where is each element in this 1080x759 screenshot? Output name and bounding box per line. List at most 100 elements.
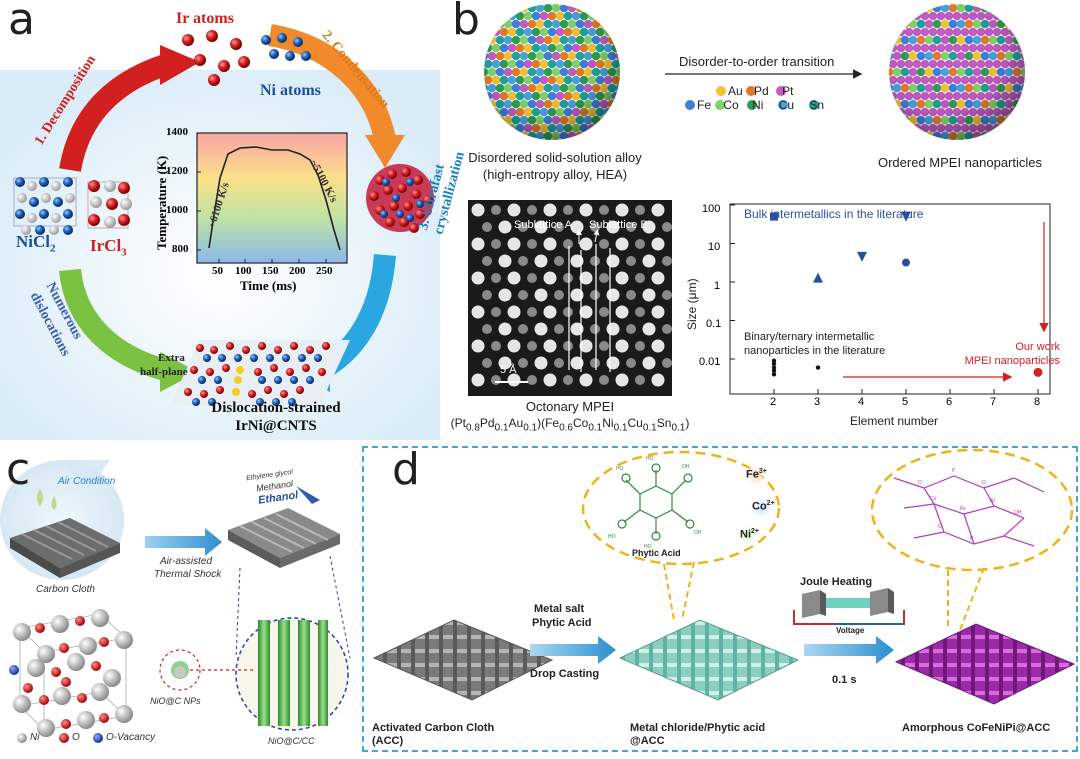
atom	[484, 11, 493, 21]
atom-column	[626, 290, 636, 300]
atom	[583, 131, 593, 140]
atom	[611, 27, 620, 37]
atom	[487, 131, 497, 140]
atom	[611, 123, 620, 133]
atom-column	[554, 222, 564, 232]
atom	[1024, 91, 1025, 101]
nio-cc-label: NiO@C/CC	[268, 736, 315, 746]
atom	[1000, 11, 1010, 21]
atom-column	[491, 375, 501, 385]
atom	[547, 139, 557, 140]
atom-column	[482, 256, 492, 266]
atom	[499, 11, 509, 21]
atom	[889, 123, 898, 133]
atom	[484, 139, 493, 140]
atom-column	[651, 373, 665, 387]
au-dot	[716, 86, 726, 96]
svg-text:OH: OH	[1014, 510, 1022, 516]
phytic-acid-step-label: Phytic Acid	[532, 617, 592, 629]
legend-ni-label: Ni	[30, 732, 40, 743]
atom	[484, 91, 485, 101]
atom-column	[599, 273, 609, 283]
atom	[1024, 75, 1025, 85]
atom	[892, 115, 902, 125]
arrow-condensation	[267, 24, 396, 143]
atom	[996, 4, 1006, 13]
atom	[484, 123, 485, 133]
joule-arrow	[804, 636, 894, 664]
atom-column	[498, 220, 512, 234]
atom	[615, 35, 620, 45]
phytic-acid-caption: Phytic Acid	[632, 548, 681, 558]
atom-column	[662, 222, 672, 232]
atom-column	[471, 271, 485, 285]
atom	[619, 139, 620, 140]
atom	[1020, 99, 1025, 109]
joule-heating-device	[793, 588, 905, 625]
atom	[1012, 115, 1022, 125]
acc-cloth	[372, 619, 554, 701]
time-label: 0.1 s	[832, 674, 857, 686]
atom	[889, 131, 894, 140]
atom	[976, 139, 986, 140]
atom	[591, 4, 601, 13]
atom	[889, 107, 898, 117]
atom-column	[518, 358, 528, 368]
atom	[992, 4, 1002, 5]
crystal-structure	[9, 609, 133, 737]
atom	[547, 4, 557, 5]
condensed-cluster	[366, 164, 434, 233]
atom	[1008, 11, 1018, 21]
atom-column	[651, 339, 665, 353]
svg-text:O: O	[918, 480, 922, 486]
atom-column	[554, 256, 564, 266]
left-caption-line2: (high-entropy alloy, HEA)	[482, 167, 628, 182]
element-labels-row1: Au Pd Pt	[728, 84, 793, 98]
atom	[912, 4, 922, 5]
zoom-circle	[235, 617, 349, 731]
atom-column	[579, 237, 593, 251]
atom	[579, 4, 589, 5]
atom	[896, 123, 906, 133]
transition-label: Disorder-to-order transition	[679, 54, 835, 69]
atom	[1020, 131, 1025, 140]
atom-column	[482, 324, 492, 334]
phytic-acid-molecule	[617, 463, 695, 541]
atom	[1024, 27, 1025, 37]
binary-point-2-0	[771, 372, 777, 377]
atom	[607, 131, 617, 140]
atom	[900, 4, 910, 13]
atom-column	[599, 239, 609, 249]
atom	[912, 139, 922, 140]
atom-column	[507, 271, 521, 285]
atom	[484, 99, 489, 109]
atom-column	[471, 373, 485, 387]
thermal-shock-arrow	[145, 528, 222, 556]
atom-column	[563, 307, 573, 317]
atom-column	[471, 237, 485, 251]
atom	[1024, 59, 1025, 69]
atom	[936, 139, 946, 140]
panel-b: b Disorder-to-order transition Au Pd Pt …	[440, 0, 1080, 440]
atom-column	[507, 237, 521, 251]
atom-column	[507, 305, 521, 319]
atom	[904, 4, 914, 5]
atom	[1024, 107, 1025, 117]
right-caption: Ordered MPEI nanoparticles	[877, 155, 1043, 170]
atom-column	[599, 341, 609, 351]
atom-column	[554, 358, 564, 368]
atom	[615, 19, 620, 29]
atom	[1029, 68, 1038, 77]
atom	[603, 123, 613, 133]
atom	[892, 131, 902, 140]
atom	[511, 4, 521, 13]
atom-column	[615, 237, 629, 251]
air-assisted-label: Air-assisted	[160, 556, 213, 567]
inset-ytick-1400: 1400	[166, 126, 188, 138]
chart-ylabel: Size (μm)	[685, 278, 699, 330]
product-caption: Amorphous CoFeNiPi@ACC	[902, 722, 1051, 734]
xtick-6: 6	[946, 396, 953, 408]
atom-column	[635, 341, 645, 351]
